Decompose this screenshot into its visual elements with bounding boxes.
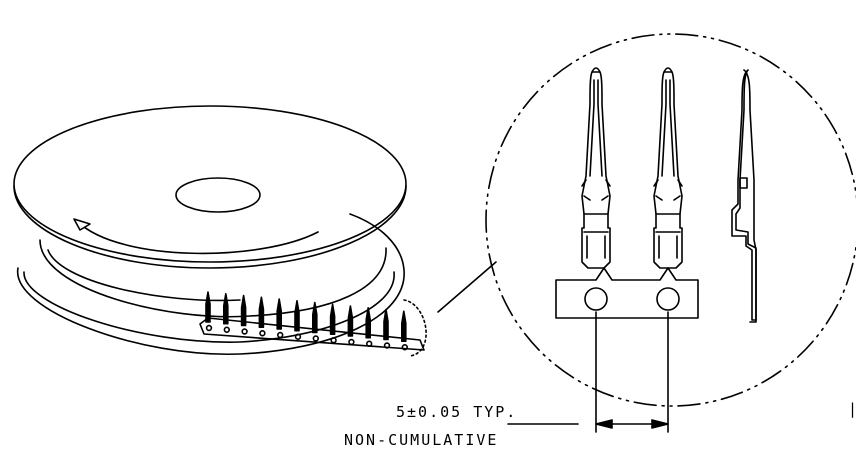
reel-strip-hole xyxy=(402,345,407,350)
reel-center-hole xyxy=(176,178,260,212)
front-terminal xyxy=(654,68,682,268)
front-terminals xyxy=(582,68,682,268)
reel-strip-hole xyxy=(313,336,318,341)
reel-strip-hole xyxy=(278,333,283,338)
reel-strip-hole xyxy=(331,338,336,343)
reel-strip-hole xyxy=(296,334,301,339)
reel-terminal-pin xyxy=(242,296,246,326)
pilot-hole-right xyxy=(657,288,679,310)
reel-strip-hole xyxy=(242,329,247,334)
dim-arrow-right xyxy=(652,420,668,428)
reel-strip-hole xyxy=(260,331,265,336)
reel-strip-hole xyxy=(207,326,212,331)
reel-terminal-pin xyxy=(402,311,406,341)
reel-terminal-pin xyxy=(313,303,317,333)
reel-terminal-pin xyxy=(384,310,388,340)
feed-direction-arc xyxy=(78,222,318,253)
reel-isometric-view xyxy=(14,106,426,356)
reel-terminal-pins xyxy=(206,292,407,350)
reel-upper-flange xyxy=(14,106,406,262)
reel-strip-hole xyxy=(385,343,390,348)
reel-strip-hole xyxy=(349,340,354,345)
reel-strip-hole xyxy=(224,327,229,332)
pitch-dimension-text: 5±0.05 TYP. xyxy=(396,403,518,421)
dim-arrow-left xyxy=(596,420,612,428)
detail-callout-bracket xyxy=(404,300,426,356)
reel-terminal-pin xyxy=(295,301,299,331)
reel-strip-hole xyxy=(367,341,372,346)
reel-terminal-pin xyxy=(348,306,352,336)
reel-terminal-pin xyxy=(366,308,370,338)
side-terminal xyxy=(732,70,756,322)
detail-boundary-circle xyxy=(486,34,856,406)
detail-leader-line xyxy=(438,262,496,312)
reel-terminal-pin xyxy=(277,299,281,329)
non-cumulative-note: NON-CUMULATIVE xyxy=(344,431,499,449)
reel-terminal-pin xyxy=(224,294,228,324)
detail-circle-view xyxy=(486,34,856,406)
reel-terminal-pin xyxy=(259,297,263,327)
reel-terminal-pin xyxy=(331,304,335,334)
reel-terminal-pin xyxy=(206,292,210,322)
pilot-hole-left xyxy=(585,288,607,310)
reel-lower-flange xyxy=(18,214,404,354)
pitch-dimension xyxy=(508,312,668,432)
edge-mark: | xyxy=(848,400,856,418)
reel-upper-flange-edge xyxy=(14,186,406,268)
feed-direction-arrowhead xyxy=(74,219,90,230)
reel-terminal-strip xyxy=(200,292,426,356)
front-terminal xyxy=(582,68,610,268)
reel-lower-flange-rim xyxy=(24,272,394,342)
